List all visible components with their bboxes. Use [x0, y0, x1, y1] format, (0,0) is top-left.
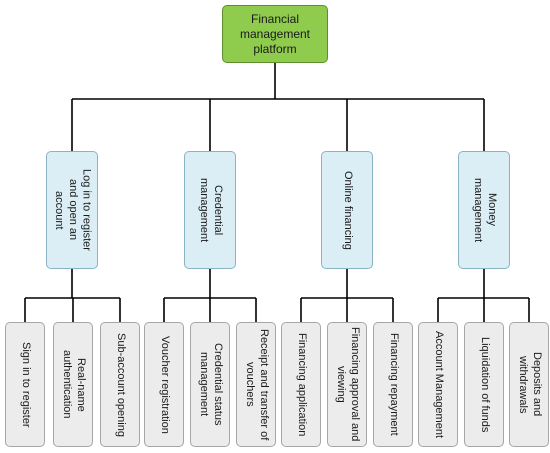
leaf-node: Sub-account opening	[100, 322, 140, 447]
leaf-label: Real-name authentication	[61, 350, 87, 419]
category-node-money: Money management	[458, 151, 510, 269]
category-label: Credential management	[198, 177, 224, 243]
leaf-node: Account Management	[418, 322, 458, 447]
leaf-label: Financing application	[295, 332, 308, 437]
leaf-node: Financing approval and viewing	[327, 322, 367, 447]
category-label: Online financing	[341, 170, 354, 250]
leaf-label: Account Management	[432, 330, 445, 438]
leaf-node: Sign in to register	[5, 322, 45, 447]
leaf-label: Receipt and transfer of vouchers	[244, 328, 270, 441]
leaf-node: Financing repayment	[373, 322, 413, 447]
leaf-node: Real-name authentication	[53, 322, 93, 447]
category-node-financing: Online financing	[321, 151, 373, 269]
leaf-label: Deposits and withdrawals	[517, 352, 543, 417]
category-label: Log in to register and open an account	[53, 169, 93, 251]
leaf-label: Liquidation of funds	[478, 336, 491, 433]
category-node-credential: Credential management	[184, 151, 236, 269]
leaf-node: Financing application	[281, 322, 321, 447]
leaf-label: Sub-account opening	[114, 332, 127, 437]
root-node: Financial management platform	[222, 5, 328, 63]
leaf-node: Voucher registration	[144, 322, 184, 447]
category-label: Money management	[472, 177, 498, 243]
leaf-node: Deposits and withdrawals	[509, 322, 549, 447]
leaf-label: Sign in to register	[19, 341, 32, 428]
leaf-node: Receipt and transfer of vouchers	[236, 322, 276, 447]
root-label: Financial management platform	[239, 11, 311, 56]
category-node-login: Log in to register and open an account	[46, 151, 98, 269]
leaf-label: Voucher registration	[158, 335, 171, 434]
leaf-label: Financing approval and viewing	[335, 327, 361, 442]
leaf-node: Credential status management	[190, 322, 230, 447]
leaf-node: Liquidation of funds	[464, 322, 504, 447]
leaf-label: Financing repayment	[387, 333, 400, 436]
leaf-label: Credential status management	[198, 343, 224, 426]
